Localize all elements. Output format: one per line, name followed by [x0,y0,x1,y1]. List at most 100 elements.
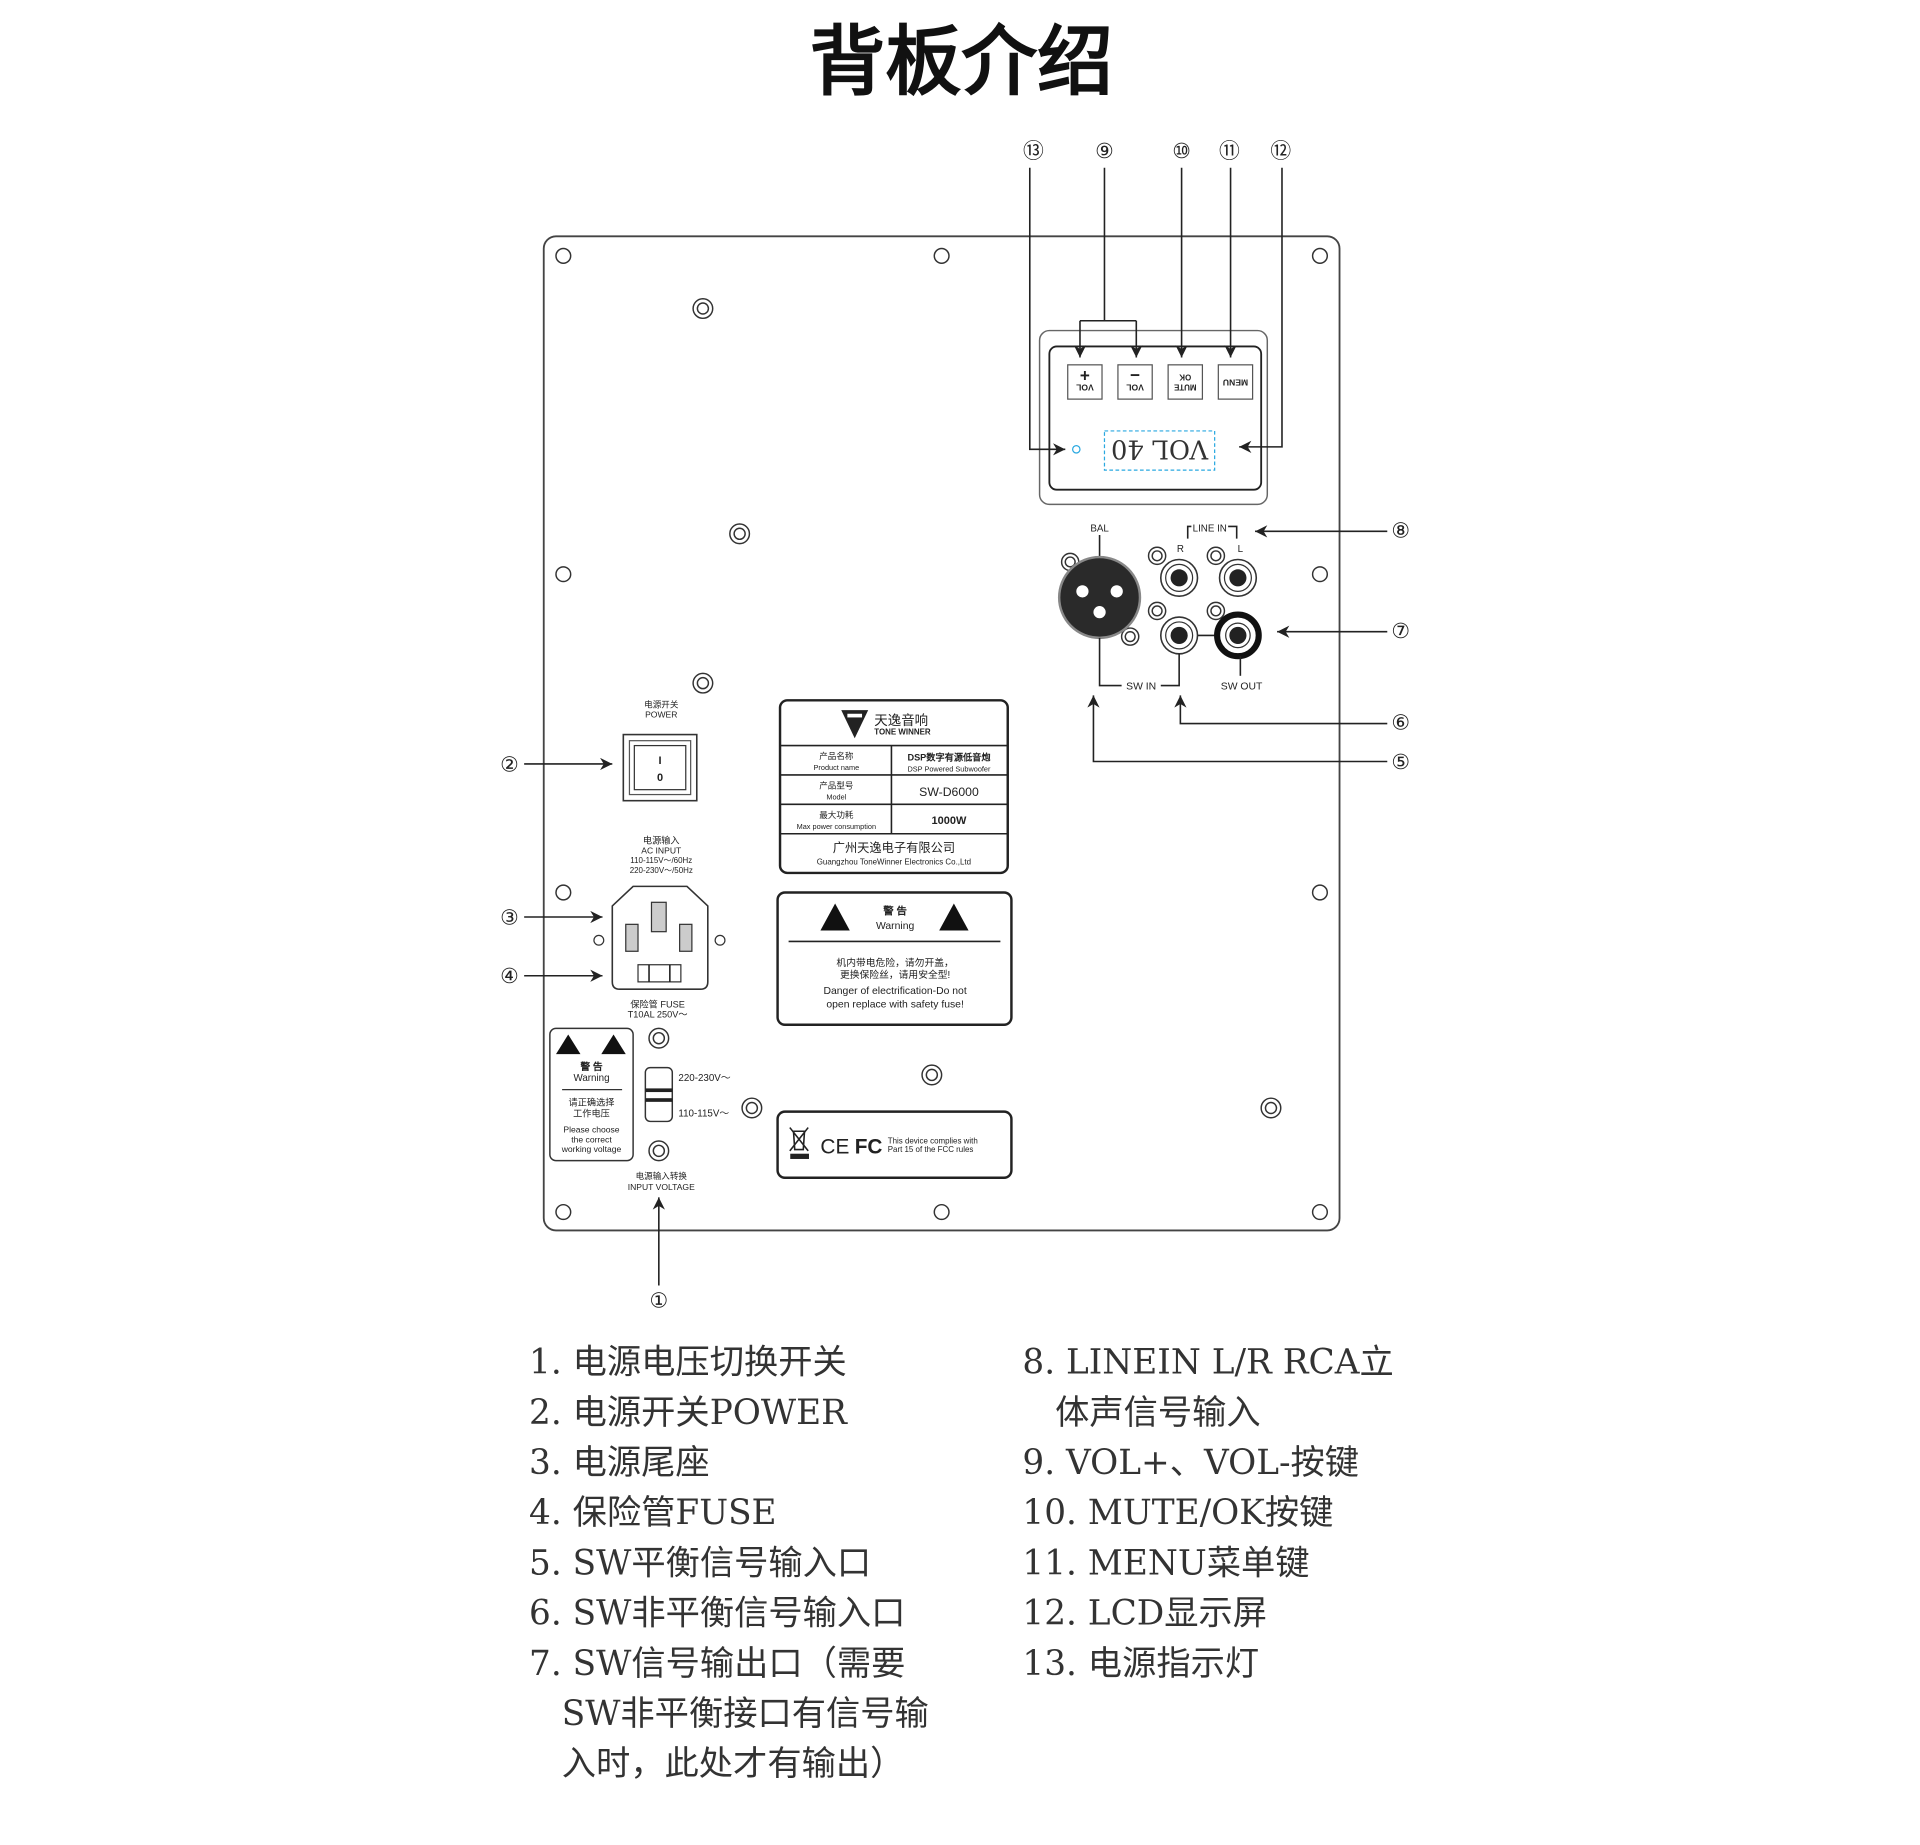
legend-item: 13. 电源指示灯 [1022,1644,1259,1684]
svg-text:VOL: VOL [1126,382,1144,392]
callout-2: ② [500,752,519,776]
svg-text:Warning: Warning [573,1073,609,1084]
weee-bin-icon [789,1127,809,1159]
svg-text:110-115V～: 110-115V～ [678,1109,729,1120]
svg-text:working voltage: working voltage [561,1144,622,1154]
lcd-text: VOL 40 [1111,434,1209,464]
legend-item: 8. LINEIN L/R RCA立 [1022,1343,1393,1383]
svg-text:Part 15 of the FCC rules: Part 15 of the FCC rules [888,1145,974,1154]
callout-9: ⑨ [1095,139,1114,163]
callout-3: ③ [500,905,519,929]
svg-text:TONE WINNER: TONE WINNER [874,728,931,737]
svg-text:+: + [1080,366,1090,386]
legend-item: 4. 保险管FUSE [529,1493,777,1533]
control-module: VOL + VOL − MUTE OK MENU VOL 40 [1038,329,1269,506]
rca-line-in-r[interactable] [1159,558,1199,598]
vol-minus-button[interactable]: VOL − [1117,364,1153,400]
ce-mark-icon: CE [820,1135,849,1158]
svg-text:SW IN: SW IN [1126,681,1156,692]
svg-text:Warning: Warning [876,921,915,932]
svg-text:DSP数字有源低音炮: DSP数字有源低音炮 [907,751,991,762]
svg-text:Max power consumption: Max power consumption [797,822,876,831]
svg-text:保险管 FUSE: 保险管 FUSE [630,999,685,1010]
page-title: 背板介绍 [809,18,1113,106]
svg-text:工作电压: 工作电压 [573,1108,610,1119]
legend-item: 2. 电源开关POWER [529,1393,848,1433]
audio-connectors: BAL LINE IN R L SW IN SW OUT [1057,523,1263,692]
menu-button[interactable]: MENU [1217,364,1254,400]
svg-text:天逸音响: 天逸音响 [874,712,928,728]
svg-text:This device complies with: This device complies with [888,1136,978,1145]
legend-item: 7. SW信号输出口（需要 [529,1644,905,1684]
tonewinner-logo-icon [841,710,869,739]
svg-text:1000W: 1000W [932,815,967,827]
svg-text:MENU: MENU [1223,378,1248,388]
callout-11: ⑪ [1219,139,1240,163]
svg-text:BAL: BAL [1090,523,1109,534]
svg-text:the correct: the correct [571,1134,612,1144]
svg-text:INPUT VOLTAGE: INPUT VOLTAGE [628,1182,695,1192]
svg-text:警 告: 警 告 [882,905,907,918]
svg-text:请正确选择: 请正确选择 [569,1097,615,1108]
svg-text:Model: Model [826,792,846,801]
svg-text:R: R [1177,544,1184,555]
svg-text:T10AL 250V～: T10AL 250V～ [628,1009,688,1019]
product-label: 天逸音响 TONE WINNER 产品名称 Product name DSP数字… [778,699,1009,875]
svg-text:L: L [1238,544,1244,555]
callout-6: ⑥ [1391,711,1410,735]
voltage-warning-label: 警 告 Warning 请正确选择 工作电压 Please choose the… [549,1027,634,1162]
svg-text:最大功耗: 最大功耗 [819,809,854,820]
lcd-display [1103,430,1216,471]
callout-4: ④ [500,964,519,988]
svg-text:Please choose: Please choose [563,1124,619,1134]
svg-text:Guangzhou ToneWinner Electroni: Guangzhou ToneWinner Electronics Co.,Ltd [817,857,971,866]
legend-item: 1. 电源电压切换开关 [529,1343,847,1383]
callout-12: ⑫ [1270,139,1291,163]
svg-text:广州天逸电子有限公司: 广州天逸电子有限公司 [833,841,955,855]
svg-text:电源输入: 电源输入 [643,835,680,846]
svg-text:110-115V～/60Hz: 110-115V～/60Hz [630,856,692,865]
ac-input-socket[interactable]: 电源输入 AC INPUT 110-115V～/60Hz 220-230V～/5… [593,835,726,1020]
svg-text:产品名称: 产品名称 [819,750,854,761]
power-switch[interactable]: 电源开关 POWER I 0 [622,699,698,802]
rca-sw-out[interactable] [1214,611,1262,660]
legend-left: 1. 电源电压切换开关 2. 电源开关POWER 3. 电源尾座 4. 保险管FUSE… [529,1343,929,1785]
callout-8: ⑧ [1391,518,1410,542]
rca-sw-in[interactable] [1159,616,1199,655]
svg-text:更换保险丝，请用安全型!: 更换保险丝，请用安全型! [840,968,950,981]
svg-text:LINE IN: LINE IN [1193,523,1227,534]
callout-13: ⑬ [1023,139,1044,163]
callout-leaders-right [1087,525,1388,763]
svg-text:VOL: VOL [1076,382,1094,392]
mute-ok-button[interactable]: MUTE OK [1167,364,1204,400]
svg-text:0: 0 [657,772,663,784]
svg-text:电源开关: 电源开关 [644,699,679,710]
svg-text:I: I [659,755,662,767]
rca-line-in-l[interactable] [1218,558,1258,598]
xlr-bal-input[interactable] [1057,555,1142,640]
legend-item: 3. 电源尾座 [529,1443,710,1483]
svg-text:−: − [1130,366,1140,386]
mounting-holes [555,247,1329,1221]
svg-text:220-230V～/50Hz: 220-230V～/50Hz [630,866,693,875]
vol-plus-button[interactable]: VOL + [1067,364,1103,400]
legend-item: 11. MENU菜单键 [1022,1543,1309,1583]
callout-1: ① [649,1289,668,1313]
svg-text:警 告: 警 告 [579,1060,602,1073]
svg-text:电源输入转换: 电源输入转换 [636,1170,688,1181]
legend-item: 12. LCD显示屏 [1022,1594,1267,1634]
svg-text:DSP Powered Subwoofer: DSP Powered Subwoofer [907,764,991,773]
legend-item: 入时，此处才有输出） [529,1744,904,1784]
input-voltage-switch[interactable]: 220-230V～ 110-115V～ 电源输入转换 INPUT VOLTAGE [628,1066,731,1192]
svg-text:open replace with safety fuse!: open replace with safety fuse! [826,1000,963,1011]
svg-text:Product name: Product name [814,763,860,772]
svg-text:Danger of electrification-Do n: Danger of electrification-Do not [823,986,966,997]
callout-5: ⑤ [1391,750,1410,774]
svg-text:AC INPUT: AC INPUT [641,845,682,855]
svg-text:OK: OK [1179,373,1191,382]
electric-warning-label: 警 告 Warning 机内带电危险，请勿开盖， 更换保险丝，请用安全型! Da… [776,891,1013,1026]
svg-text:产品型号: 产品型号 [819,779,853,790]
legend-item: 5. SW平衡信号输入口 [529,1543,871,1583]
